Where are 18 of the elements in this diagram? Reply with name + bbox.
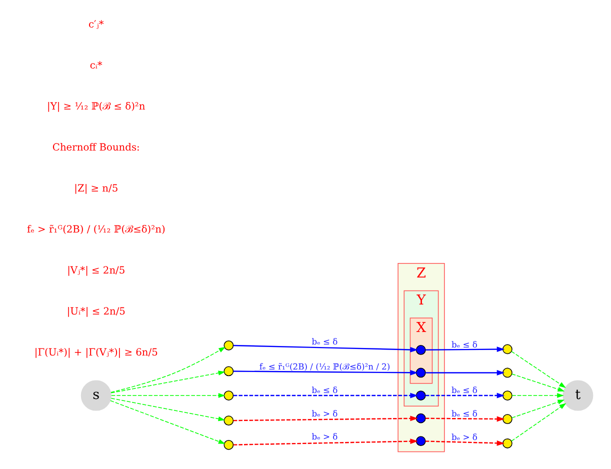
edge-label: bₑ ≤ δ <box>311 385 338 396</box>
edge-label: bₑ ≤ δ <box>451 340 477 350</box>
edge-label: bₑ > δ <box>451 432 477 442</box>
edge-label: bₑ ≤ δ <box>451 385 477 396</box>
label: Chernoff Bounds: <box>52 142 140 154</box>
edge-label: bₑ > δ <box>311 408 338 419</box>
edge-label: bₑ ≤ δ <box>311 336 338 346</box>
label: fₑ > r̃₁ᴳ(2B) / (¹⁄₁₂ ℙ(ℬ≤δ)²n) <box>26 224 165 236</box>
label: |Z| ≥ n/5 <box>74 184 118 195</box>
label: |Vⱼ*| ≤ 2n/5 <box>66 266 125 277</box>
edge-label: fₑ ≤ r̃₁ᴳ(2B) / (¹⁄₁₂ ℙ(ℬ≤δ)²n / 2) <box>258 362 390 372</box>
label: c′ⱼ* <box>88 19 104 30</box>
label: |Γ(Uᵢ*)| + |Γ(Vⱼ*)| ≥ 6n/5 <box>34 348 158 359</box>
edge-label: bₑ ≤ δ <box>451 408 477 419</box>
edge-label: bₑ > δ <box>311 431 338 442</box>
label: cᵢ* <box>89 60 102 72</box>
label: |Y| ≥ ¹⁄₁₂ ℙ(ℬ ≤ δ)²n <box>46 101 145 112</box>
label: |Uᵢ*| ≤ 2n/5 <box>66 306 125 318</box>
